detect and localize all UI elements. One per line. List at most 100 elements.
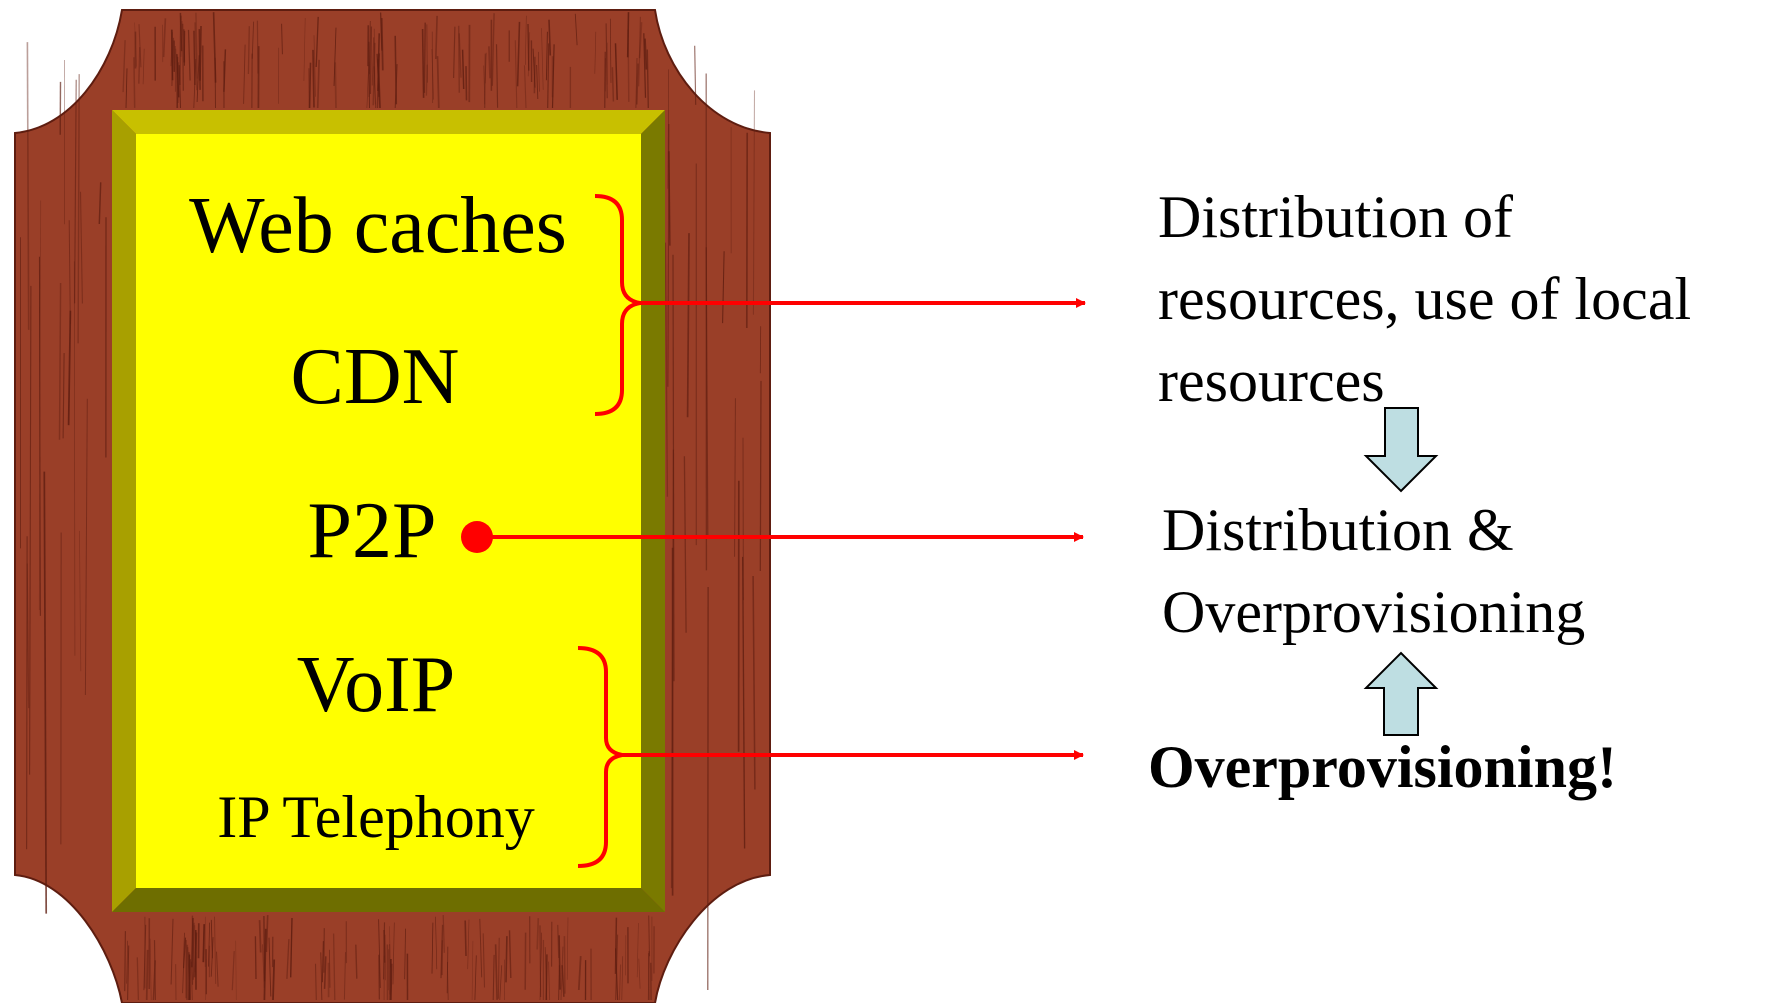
wood-grain-line — [328, 949, 331, 988]
wood-grain-line — [290, 917, 293, 978]
wood-grain-line — [752, 90, 756, 315]
wood-grain-line — [458, 33, 462, 78]
wood-grain-line — [538, 51, 540, 92]
wood-grain-line — [143, 924, 147, 991]
wood-grain-line — [235, 940, 237, 1001]
wood-grain-line — [214, 916, 217, 984]
wood-grain-line — [532, 48, 536, 88]
wood-grain-line — [557, 924, 560, 959]
wood-grain-line — [162, 18, 167, 58]
outcome-line: resources — [1158, 348, 1385, 414]
wood-grain-line — [594, 31, 597, 74]
wood-grain-line — [390, 963, 393, 1001]
wood-grain-line — [618, 964, 622, 1001]
wood-grain-line — [484, 52, 487, 84]
wood-grain-line — [614, 917, 618, 974]
wood-grain-line — [43, 471, 48, 914]
wood-grain-line — [152, 960, 156, 1001]
wood-grain-line — [77, 74, 80, 344]
wood-grain-line — [127, 945, 130, 1001]
wood-grain-line — [734, 398, 736, 557]
wood-grain-line — [686, 233, 690, 418]
wood-grain-line — [558, 935, 561, 990]
plaque-bevel-right — [641, 110, 665, 912]
wood-grain-line — [492, 954, 495, 1001]
wood-grain-line — [323, 928, 325, 973]
wood-grain-line — [636, 63, 639, 105]
wood-grain-line — [389, 958, 392, 1001]
wood-grain-line — [482, 933, 486, 988]
wood-grain-line — [667, 69, 670, 189]
wood-grain-line — [133, 57, 136, 108]
plaque-face — [136, 134, 641, 888]
wood-grain-line — [376, 53, 381, 109]
wood-grain-line — [394, 64, 398, 109]
wood-grain-line — [514, 40, 518, 109]
wood-grain-line — [202, 924, 206, 963]
wood-grain-line — [638, 16, 641, 87]
wood-grain-line — [494, 944, 498, 1000]
wood-grain-line — [683, 456, 687, 633]
ip-telephony-label: IP Telephony — [217, 784, 534, 850]
wood-grain-line — [508, 930, 512, 979]
voip-label: VoIP — [297, 641, 456, 729]
outcome-line: resources, use of local — [1158, 266, 1692, 332]
wood-grain-line — [461, 49, 465, 90]
wood-grain-line — [404, 928, 406, 980]
wood-grain-line — [516, 21, 521, 87]
wood-grain-line — [539, 932, 543, 1001]
wood-grain-line — [189, 959, 192, 1001]
wood-grain-line — [431, 48, 434, 100]
wood-grain-line — [263, 928, 267, 1001]
wood-grain-line — [312, 49, 315, 108]
wood-grain-line — [566, 917, 569, 980]
wood-grain-line — [495, 44, 499, 108]
wood-grain-line — [694, 45, 697, 105]
wood-grain-line — [621, 956, 624, 1001]
wood-grain-line — [138, 24, 142, 68]
wood-grain-line — [314, 963, 317, 1001]
wood-grain-line — [722, 251, 725, 324]
wood-grain-line — [194, 22, 198, 91]
wood-grain-line — [536, 918, 540, 950]
wood-grain-line — [243, 44, 246, 104]
wood-grain-line — [196, 55, 200, 103]
wood-grain-line — [431, 922, 434, 974]
wood-grain-line — [26, 563, 30, 709]
wood-grain-line — [497, 937, 500, 999]
wood-grain-line — [343, 952, 346, 1000]
wood-grain-line — [635, 57, 638, 109]
wood-grain-line — [84, 398, 88, 696]
wood-grain-line — [505, 936, 508, 983]
wood-grain-line — [533, 56, 536, 94]
wood-grain-line — [563, 936, 566, 994]
plaque — [112, 110, 665, 912]
wood-grain — [20, 12, 762, 1001]
wood-grain-line — [491, 13, 495, 86]
wood-grain-line — [177, 62, 180, 104]
wood-grain-line — [124, 931, 126, 992]
wood-grain-line — [742, 556, 746, 849]
outcome-line: Distribution & — [1162, 497, 1514, 563]
wood-grain-line — [182, 23, 184, 91]
outcome-overprovisioning: Overprovisioning! — [1148, 726, 1617, 808]
wood-grain-line — [435, 916, 438, 970]
wood-grain-line — [333, 27, 337, 87]
wood-grain-line — [614, 43, 618, 100]
wood-grain-line — [646, 49, 649, 109]
wood-grain-line — [442, 914, 445, 953]
wood-grain-line — [373, 28, 376, 105]
wood-grain-line — [369, 20, 371, 75]
wood-grain-line — [523, 65, 527, 109]
wood-grain-line — [193, 932, 198, 978]
wood-grain-line — [68, 220, 71, 325]
wood-grain-line — [303, 17, 306, 82]
wood-grain-line — [125, 68, 128, 109]
wood-grain-line — [281, 23, 283, 55]
wood-grain-line — [183, 937, 187, 969]
p2p-label: P2P — [308, 487, 437, 575]
wood-grain-line — [471, 940, 474, 1001]
wood-grain-line — [79, 191, 83, 304]
wood-grain-line — [199, 25, 202, 81]
